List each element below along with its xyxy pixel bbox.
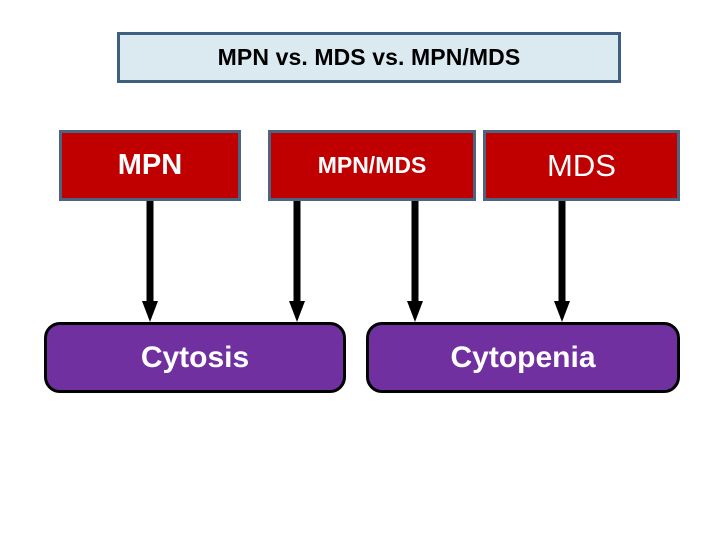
arrow-down-icon-mds-to-cytopenia: [550, 201, 574, 323]
disease-box-mpn[interactable]: MPN: [59, 130, 241, 201]
arrow-down-icon-mpnmds-to-cytosis: [285, 201, 309, 323]
outcome-box-cytopenia[interactable]: Cytopenia: [366, 322, 680, 393]
disease-box-mpn-mds-label: MPN/MDS: [317, 152, 427, 178]
arrow-down-icon-mpnmds-to-cytopenia: [403, 201, 427, 323]
disease-box-mpn-label: MPN: [117, 149, 183, 181]
slide-title-box: MPN vs. MDS vs. MPN/MDS: [117, 32, 621, 83]
disease-box-mds-label: MDS: [547, 147, 616, 183]
disease-box-mds[interactable]: MDS: [483, 130, 680, 201]
outcome-box-cytosis[interactable]: Cytosis: [44, 322, 346, 393]
page-title: MPN vs. MDS vs. MPN/MDS: [217, 44, 521, 70]
outcome-box-cytopenia-label: Cytopenia: [450, 340, 596, 374]
arrow-down-icon-mpn-to-cytosis: [138, 201, 162, 323]
outcome-box-cytosis-label: Cytosis: [140, 340, 250, 374]
disease-box-mpn-mds[interactable]: MPN/MDS: [268, 130, 476, 201]
